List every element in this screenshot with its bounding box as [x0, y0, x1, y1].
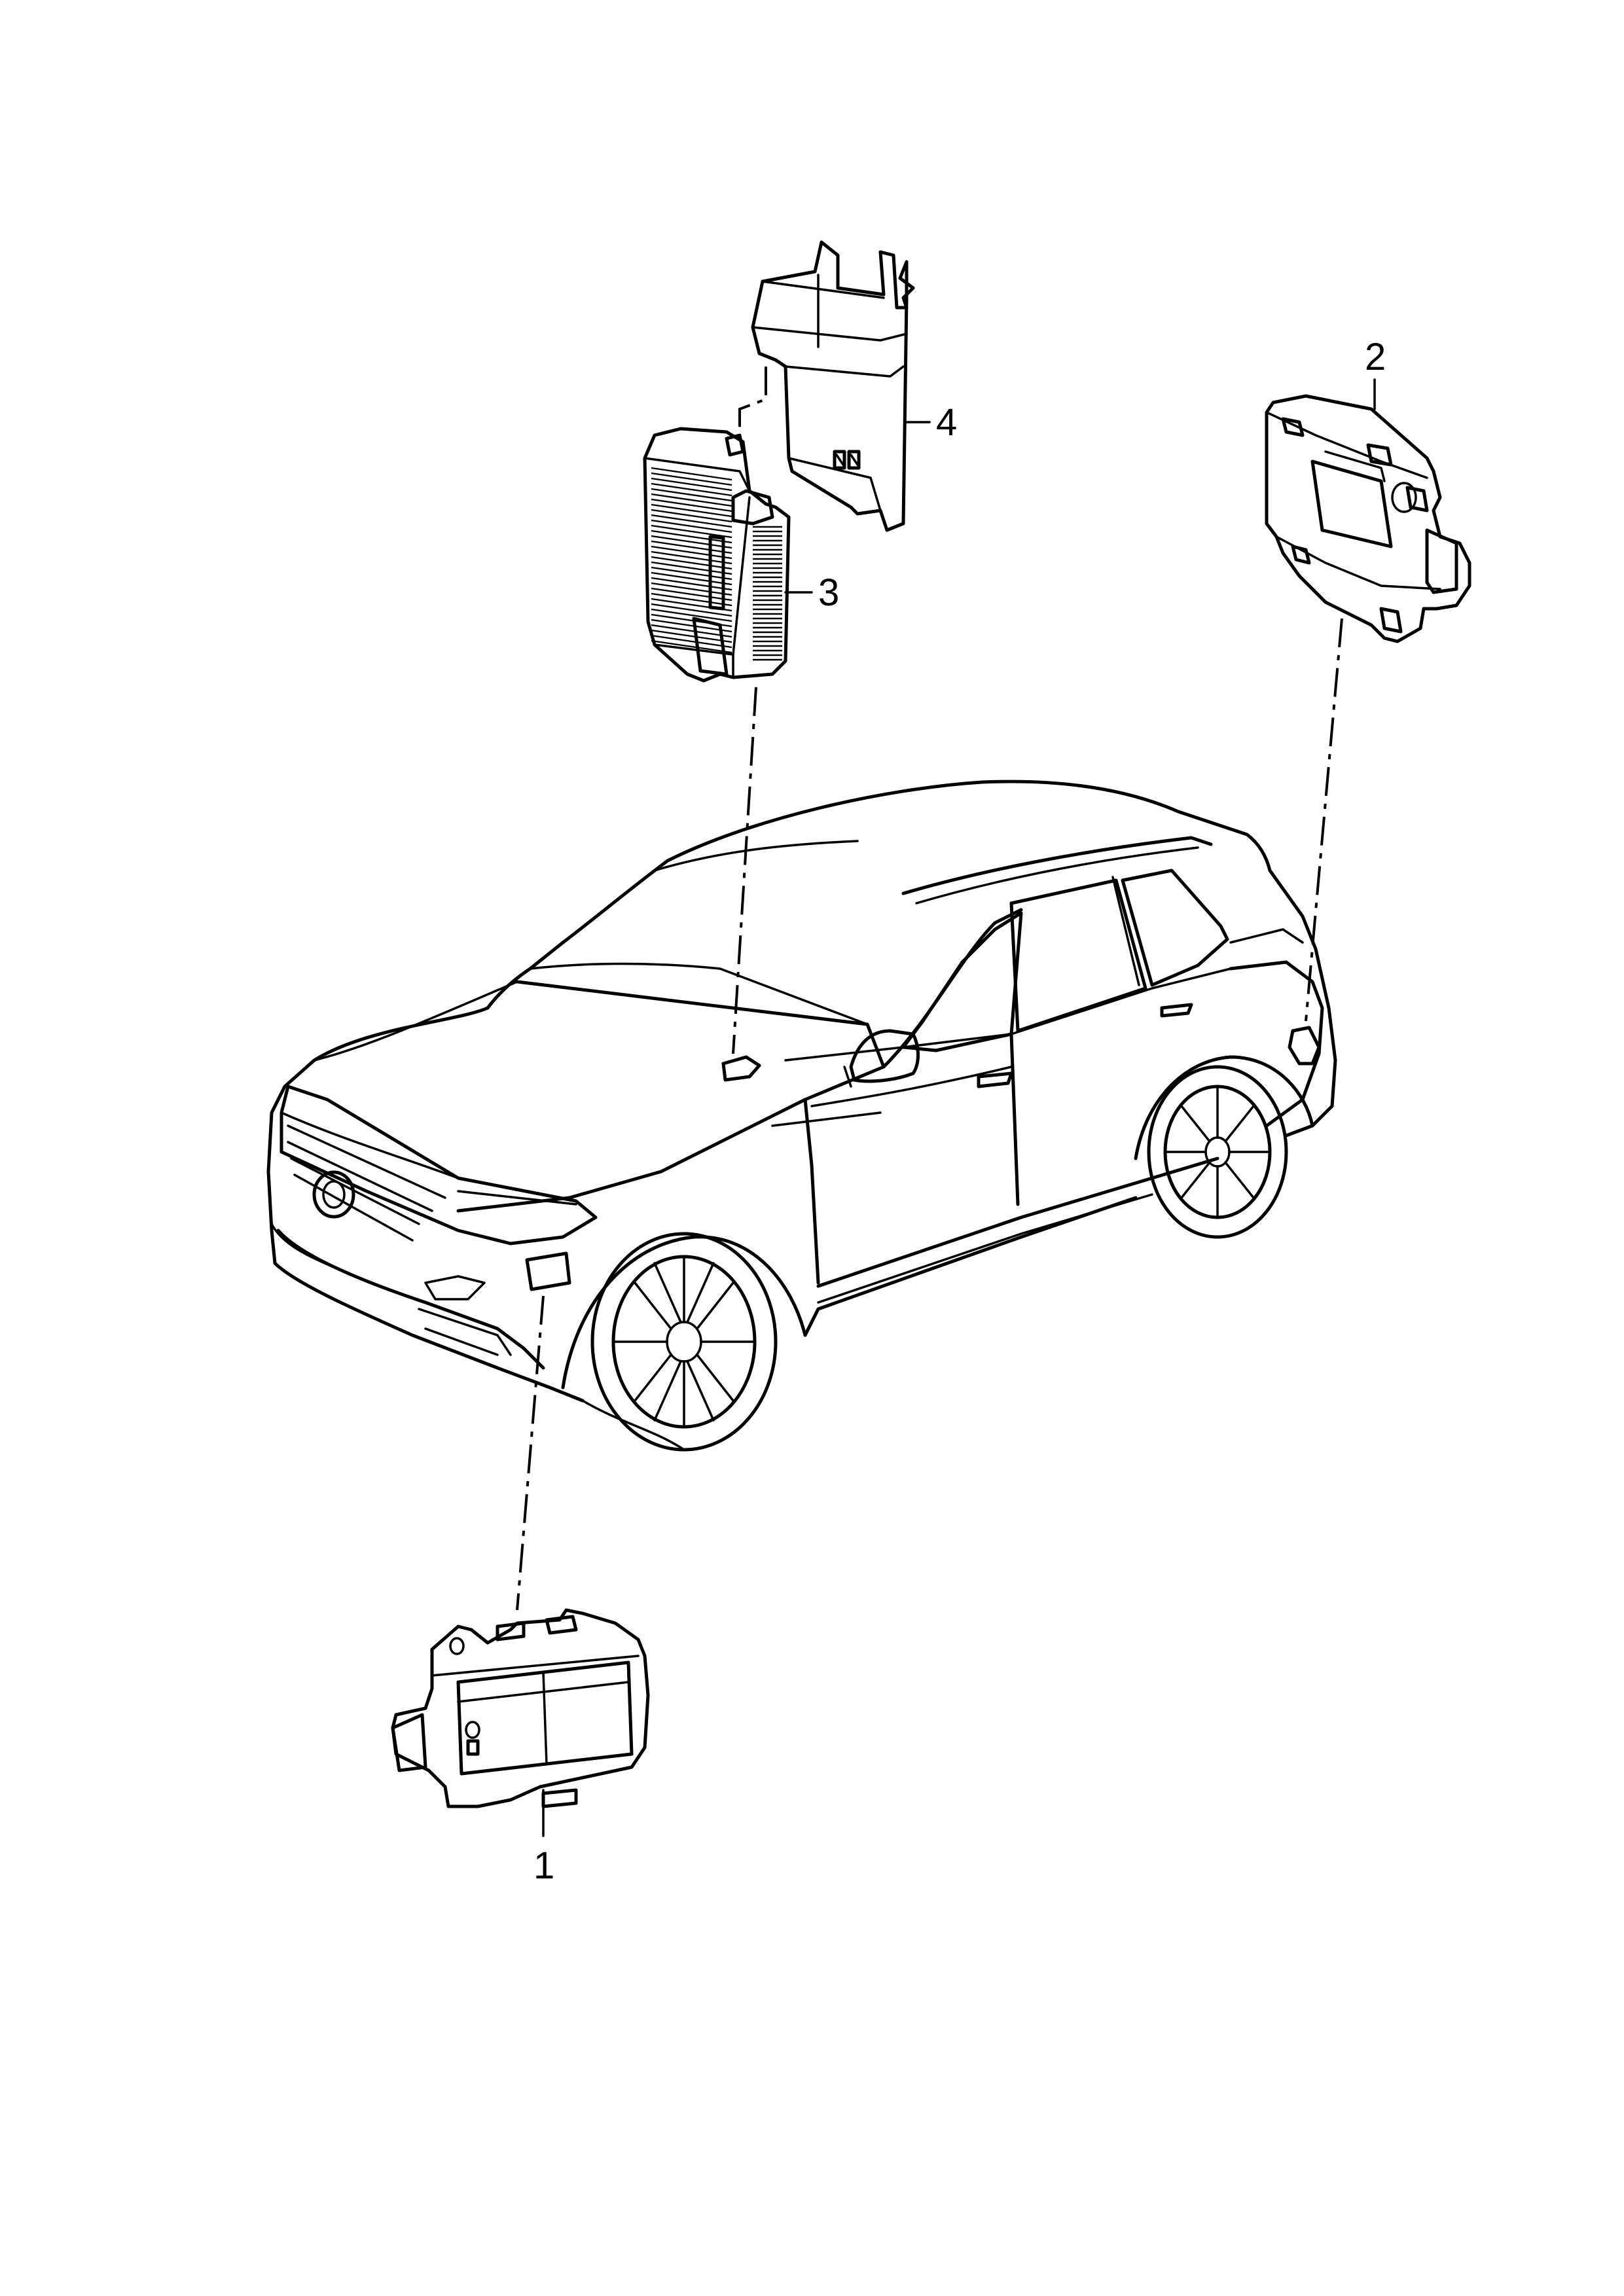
control-unit-windscreen-part	[643, 427, 791, 683]
callout-label-4: 4	[936, 401, 957, 444]
mounting-bracket-part	[738, 240, 915, 532]
leader-lines	[516, 378, 1376, 1837]
callout-label-2: 2	[1365, 336, 1386, 378]
callout-labels: 1 2 3 4	[533, 336, 1386, 1887]
control-unit-rear-part	[1265, 394, 1471, 643]
callout-label-1: 1	[533, 1844, 554, 1887]
sensor-marker-windscreen	[721, 1055, 761, 1082]
vehicle-illustration	[266, 780, 1337, 1452]
callout-label-3: 3	[818, 571, 839, 614]
sensor-marker-front	[525, 1251, 571, 1291]
sensor-marker-rear	[1288, 1026, 1321, 1066]
cooling-fins	[651, 467, 782, 661]
control-unit-front-part	[391, 1608, 650, 1808]
